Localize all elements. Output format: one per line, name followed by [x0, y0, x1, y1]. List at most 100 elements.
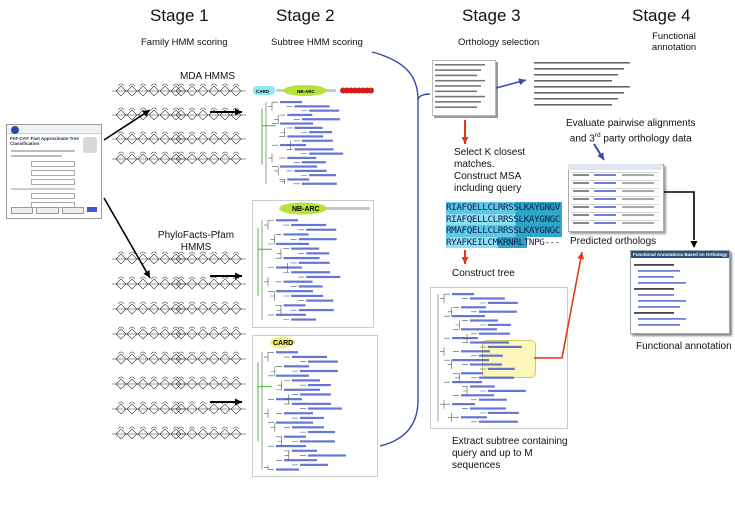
card-subtree-leaf-4	[283, 365, 309, 368]
pred-table-rule-7	[571, 220, 659, 221]
stage3-tree-leaf-27	[469, 407, 506, 410]
card-domain	[270, 336, 294, 349]
card-subtree-leaf-8	[307, 383, 331, 387]
card-subtree-leaf-19	[283, 435, 306, 438]
mda-hmms-label: MDA HMMS	[180, 71, 235, 82]
stage3-tree-leaf-4	[460, 306, 486, 309]
msa-row-3: RMAFQELLCLRRSSLKAYGNGC	[446, 225, 562, 237]
card-subtree-leaf-7	[291, 379, 320, 382]
mda-hmm-1-a	[112, 83, 186, 97]
stage3-tree-leaf-25	[478, 398, 507, 401]
msa-to-tree-arrow-head	[461, 257, 469, 264]
pred-table-cell-a-7	[573, 222, 589, 224]
mda-subtree-leaf-5	[301, 118, 340, 121]
mda-hmm-4-a-states	[115, 151, 182, 165]
mda-subtree-leaf-7	[294, 126, 323, 129]
func-annot-line-4	[638, 282, 686, 284]
construct-tree-label: Construct tree	[452, 268, 515, 279]
nbarc-domain-top	[283, 85, 327, 96]
card-subtree-leaf-3	[307, 360, 338, 363]
stage4-subtitle: Functional annotation	[651, 31, 697, 53]
pred-table-cell-b-4	[594, 198, 616, 200]
pfam-hmm-6-b-states	[175, 376, 242, 390]
web-form-header	[7, 125, 101, 134]
mda-subtree-leaf-16	[280, 165, 317, 168]
nbarc-subtree-leaf-4	[283, 233, 309, 236]
predicted-to-functional-arrow-head	[690, 241, 698, 248]
nbarc-subtree-leaf-17	[291, 294, 324, 297]
subtree-to-predicted-arrow-head	[577, 252, 585, 260]
mda-subtree-leaf-9	[287, 135, 324, 138]
mda-hmm-3-a	[112, 131, 186, 145]
mda-hmm-3-b-states	[175, 131, 242, 145]
card-subtree-leaf-6	[276, 374, 309, 377]
pred-table-cell-a-2	[573, 182, 589, 184]
pred-table-cell-b-3	[594, 190, 616, 192]
pred-table-cell-c-2	[622, 182, 654, 184]
card-subtree-leaf-14	[283, 412, 313, 415]
card-subtree-leaf-9	[283, 388, 320, 391]
nbarc-subtree-leaf-16	[276, 290, 313, 293]
stage1-title: Stage 1	[150, 6, 209, 25]
web-form-logo	[11, 126, 19, 134]
card-subtree-leaf-18	[307, 430, 335, 434]
pred-table-rule-2	[571, 180, 659, 181]
fatcat-web-form: FAT-CAT: Fast Approximate Tree Classific…	[6, 124, 102, 219]
phylofacts-label: PhyloFacts-Pfam HMMS	[157, 230, 235, 253]
msa-block: RIAFQELLCLRRSSLKAYGNGV RIAFQELLCLRRSSLKA…	[444, 201, 562, 250]
pfam-hmm-5-b-states	[175, 351, 242, 365]
stage3-tree-leaf-3	[487, 301, 518, 304]
card-domain-top	[253, 86, 275, 95]
pfam-hmm-8-a	[112, 426, 186, 440]
func-annot-line-6	[638, 294, 674, 296]
mda-subtree-leaf-10	[301, 139, 333, 142]
pred-table-rule-6	[571, 212, 659, 213]
pfam-hmm-4-b-states	[175, 326, 242, 340]
pfam-hmm-6-b	[172, 376, 246, 390]
stage3-tree-leaf-10	[478, 332, 510, 335]
mda-subtree-leaf-8	[309, 131, 333, 134]
func-annot-line-3	[638, 276, 674, 278]
nbarc-subtree-leaf-22	[291, 318, 317, 321]
stage3-tree-leaf-29	[460, 416, 487, 419]
stage3-tree-leaf-30	[478, 420, 518, 423]
ortho-doc-line-6	[435, 90, 477, 93]
stage3-tree-leaf-5	[478, 310, 517, 313]
pfam-hmm-2-a-states	[115, 276, 182, 290]
nbarc-subtree-leaf-19	[283, 304, 306, 307]
card-domain-top-label: CARD	[256, 89, 270, 94]
functional-annotation-label: Functional annotation	[636, 341, 732, 352]
pred-table-header	[568, 164, 662, 170]
nbarc-subtree-leaf-5	[298, 238, 337, 241]
mda-subtree-branches	[265, 101, 308, 185]
stage2-subtitle: Subtree HMM scoring	[271, 37, 363, 48]
nbarc-subtree-leaf-1	[276, 219, 298, 222]
nbarc-subtree-leaf-9	[283, 256, 320, 260]
mda-hmm-4-b-states	[175, 151, 242, 165]
mda-subtree-leaf-13	[309, 152, 344, 155]
nbarc-domain-label: NB-ARC	[292, 206, 320, 213]
card-subtree-leaf-2	[291, 355, 327, 359]
pfam-hmm-1-a	[112, 251, 186, 265]
mda-subtree-leaf-19	[287, 178, 310, 181]
mda-to-subtree-arrow-head	[235, 108, 242, 116]
pred-table-rule-1	[571, 172, 659, 173]
msa-row-1: RIAFQELLCLRRSSLKAYGNGV	[446, 202, 562, 214]
stage3-tree-leaf-18	[487, 367, 515, 370]
mda-hmm-2-a-states	[115, 107, 182, 121]
stage3-tree-leaf-14	[460, 350, 490, 353]
mda-subtree-leaf-2	[294, 105, 330, 108]
stage3-tree	[437, 293, 526, 423]
func-annot-line-10	[638, 318, 686, 320]
stage3-tree-leaf-9	[460, 328, 497, 331]
pairwise-doc-line-1	[534, 62, 630, 64]
card-subtree-leaf-20	[299, 440, 335, 443]
card-subtree-leaf-13	[307, 407, 342, 410]
stage3-tree-leaf-13	[487, 345, 522, 348]
mda-hmm-3-a-states	[115, 131, 182, 145]
form-to-pfam-arrow	[103, 197, 151, 279]
func-annot-line-8	[638, 306, 680, 308]
ortho-doc-line-9	[435, 106, 477, 108]
nbarc-subtree-leaf-13	[306, 275, 341, 279]
mda-hmm-1-a-states	[115, 83, 182, 97]
